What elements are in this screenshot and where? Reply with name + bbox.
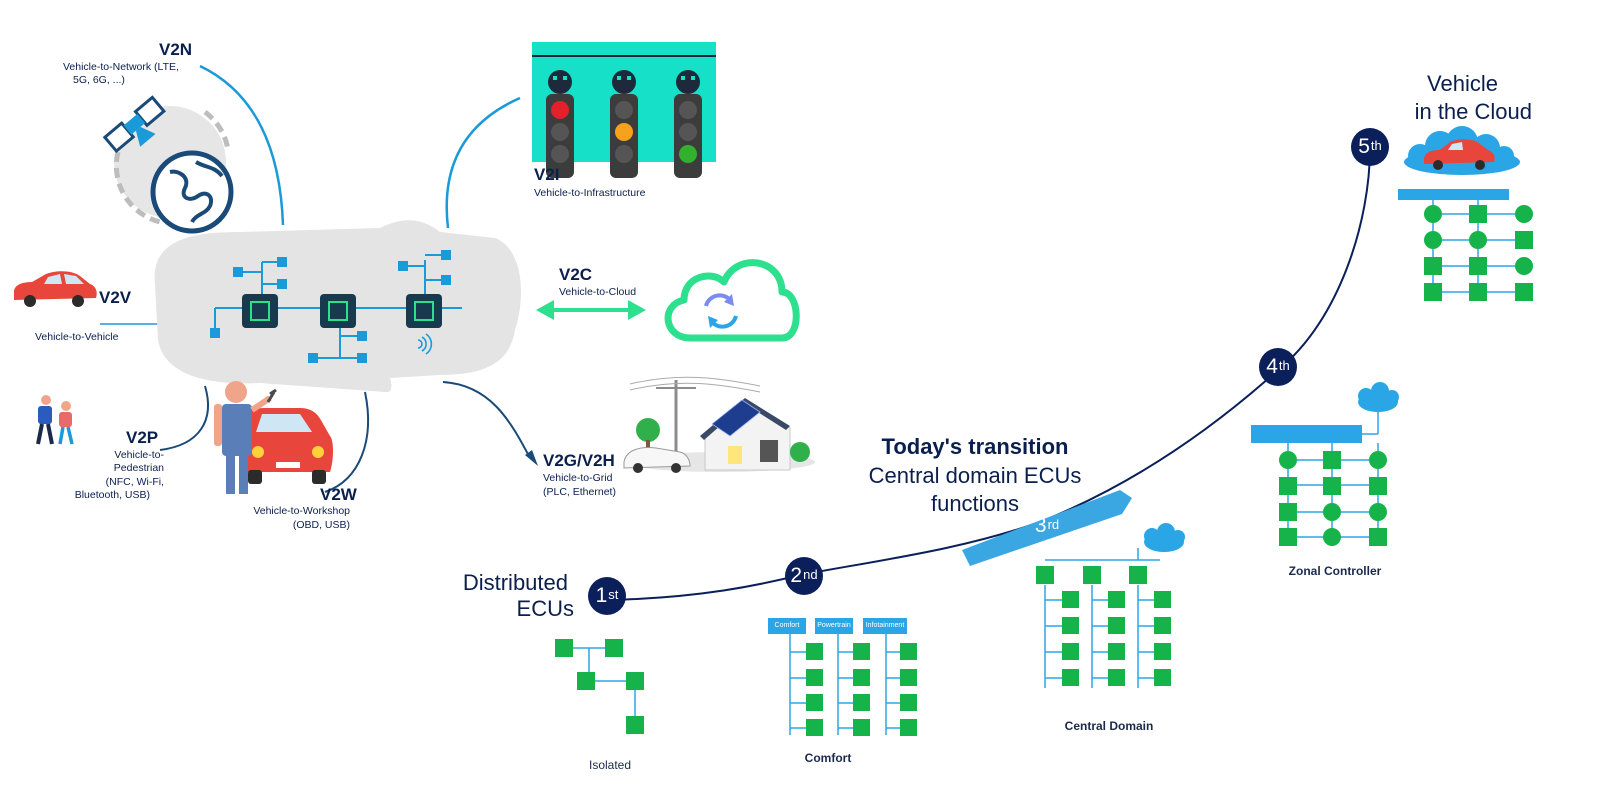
stage1-title-line1: Distributed	[462, 570, 568, 595]
stage5-network	[1398, 126, 1533, 301]
stage4-suffix: th	[1278, 357, 1290, 373]
v2c-desc: Vehicle-to-Cloud	[559, 286, 637, 298]
v2p-desc-line4: Bluetooth, USB)	[74, 489, 150, 501]
cloud-icon	[1144, 523, 1185, 552]
stage3-label: Central Domain	[1064, 719, 1154, 733]
stage4-label: Zonal Controller	[1288, 564, 1382, 578]
wifi-icon	[417, 333, 433, 355]
stage1-suffix: st	[608, 586, 619, 602]
stage5-ordinal: 5	[1358, 135, 1370, 158]
v2v-title: V2V	[99, 288, 132, 307]
stage5-title-line1: Vehicle	[1427, 71, 1498, 96]
v2p-connector	[159, 385, 209, 451]
globe-icon	[150, 150, 234, 234]
pedestrian-icon	[36, 395, 74, 445]
stage4-ordinal: 4	[1266, 355, 1278, 378]
stage2-label: Comfort	[804, 751, 852, 765]
stage3-title-line3: functions	[930, 491, 1020, 516]
stage3-title-bold: Today's transition	[881, 434, 1069, 459]
v2g-title: V2G/V2H	[543, 451, 615, 470]
v2n-connector	[199, 64, 285, 226]
stage3-ordinal: 3	[1034, 514, 1047, 537]
evolution-curve	[607, 147, 1371, 601]
v2c-title: V2C	[559, 265, 593, 284]
traffic-light-icon	[532, 42, 716, 178]
v2g-desc-line2: (PLC, Ethernet)	[543, 486, 616, 498]
v2p-desc-line1: Vehicle-to-	[114, 449, 164, 461]
v2n-title: V2N	[159, 40, 193, 59]
v2g-connector	[442, 381, 531, 459]
stage4-network	[1251, 382, 1399, 546]
v2v-desc: Vehicle-to-Vehicle	[35, 331, 119, 343]
v2i-connector	[445, 96, 521, 229]
stage2-box-powertrain: Powertrain	[815, 618, 853, 634]
car-icon	[1424, 139, 1495, 170]
v2g-desc-line1: Vehicle-to-Grid	[543, 472, 613, 484]
stage2-suffix: nd	[803, 566, 818, 582]
cloud-icon	[1358, 382, 1399, 412]
stage2-network	[789, 634, 917, 736]
v2i-desc: Vehicle-to-Infrastructure	[534, 187, 646, 199]
v2w-title: V2W	[320, 485, 357, 504]
v2w-desc-line2: (OBD, USB)	[292, 519, 350, 531]
v2p-desc-line3: (NFC, Wi-Fi,	[105, 476, 164, 488]
v2i-title: V2I	[534, 165, 560, 184]
stage1-ordinal: 1	[595, 584, 608, 607]
vehicle-network-nodes	[210, 250, 451, 363]
stage1-network	[555, 639, 644, 734]
stage5-suffix: th	[1370, 137, 1382, 153]
stage2-ordinal: 2	[790, 564, 803, 587]
v2p-desc-line2: Pedestrian	[113, 462, 164, 474]
car-icon	[14, 271, 97, 307]
mechanic-icon	[214, 381, 333, 494]
v2c-arrow	[536, 300, 646, 320]
stage2-box-comfort: Comfort	[768, 618, 806, 634]
v2n-desc-line2: 5G, 6G, ...)	[73, 74, 125, 86]
stage3-title-line2: Central domain ECUs	[868, 463, 1082, 488]
v2n-desc-line1: Vehicle-to-Network (LTE,	[63, 61, 179, 73]
v2p-title: V2P	[126, 428, 159, 447]
stage1-title-line2: ECUs	[516, 596, 574, 621]
stage3-network	[1036, 523, 1185, 688]
chip-icon	[242, 294, 442, 328]
transition-arrow	[962, 490, 1132, 566]
stage5-title-line2: in the Cloud	[1414, 99, 1532, 124]
stage1-label: Isolated	[588, 758, 632, 772]
house-solar-icon	[623, 376, 815, 473]
cloud-sync-icon	[664, 259, 800, 342]
v2w-connector	[324, 391, 369, 493]
stage2-box-infotainment: Infotainment	[863, 618, 907, 634]
v2w-desc-line1: Vehicle-to-Workshop	[253, 505, 350, 517]
stage3-suffix: rd	[1047, 516, 1060, 532]
